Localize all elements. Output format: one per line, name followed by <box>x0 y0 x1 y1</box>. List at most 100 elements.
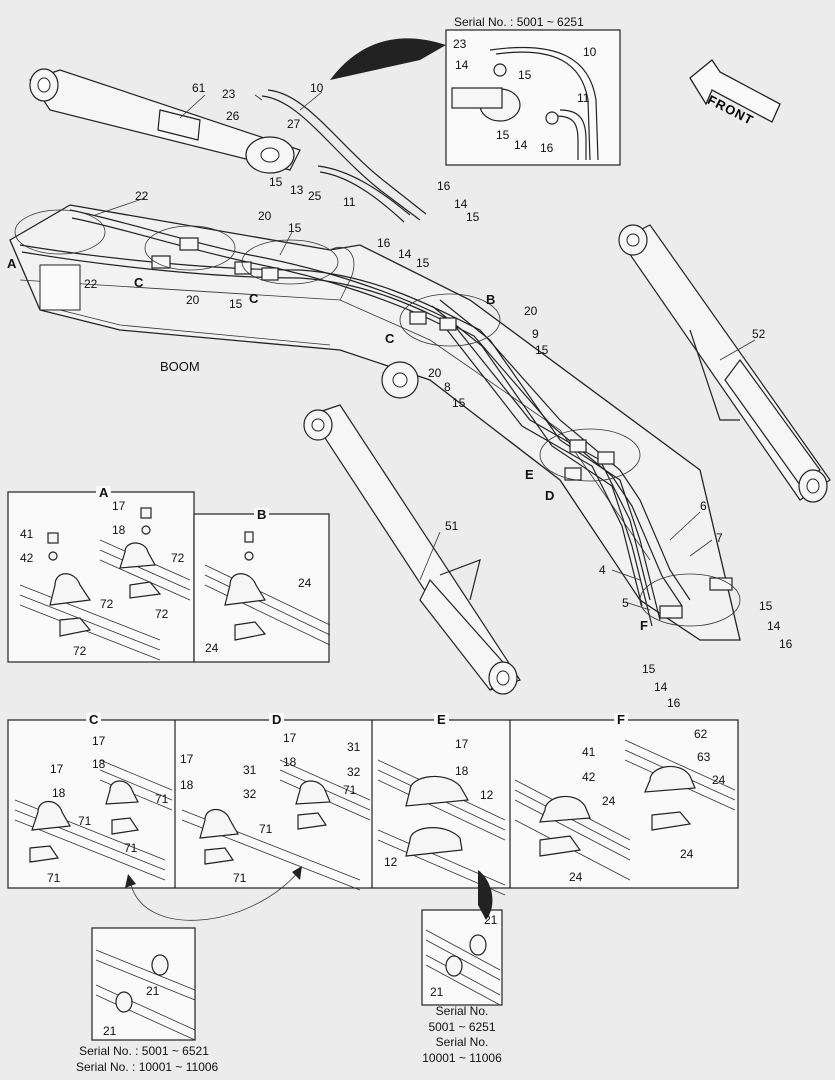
callout-18: 18 <box>52 786 66 800</box>
detail-box-C-F <box>7 719 739 896</box>
callout-71: 71 <box>343 783 357 797</box>
callout-15: 15 <box>229 297 243 311</box>
callout-15: 15 <box>535 343 549 357</box>
callout-42: 42 <box>582 770 596 784</box>
detail-callout-ellipses <box>14 209 741 627</box>
callout-16: 16 <box>667 696 681 710</box>
callout-71: 71 <box>124 841 138 855</box>
callout-21: 21 <box>430 985 444 999</box>
callout-detail-C: C <box>249 291 259 306</box>
serial-note-bottom-right: Serial No. 5001 ~ 6251 Serial No. 10001 … <box>412 1004 512 1066</box>
callout-9: 9 <box>532 327 539 341</box>
callout-25: 25 <box>308 189 322 203</box>
callout-21: 21 <box>484 913 498 927</box>
callout-23: 23 <box>222 87 236 101</box>
callout-72: 72 <box>171 551 185 565</box>
callout-22: 22 <box>135 189 149 203</box>
callout-21: 21 <box>103 1024 117 1038</box>
callout-14: 14 <box>654 680 668 694</box>
arm-cylinder-61 <box>29 68 301 174</box>
callout-15: 15 <box>288 221 302 235</box>
serial-line: 10001 ~ 11006 <box>422 1050 502 1065</box>
detail-title-F: F <box>614 713 628 726</box>
callout-16: 16 <box>779 637 793 651</box>
callout-15: 15 <box>518 68 532 82</box>
callout-detail-D: D <box>545 488 555 503</box>
callout-24: 24 <box>298 576 312 590</box>
callout-16: 16 <box>437 179 451 193</box>
callout-63: 63 <box>697 750 711 764</box>
inset-pointer-arrow <box>330 38 446 80</box>
callout-10: 10 <box>310 81 324 95</box>
callout-15: 15 <box>416 256 430 270</box>
callout-14: 14 <box>767 619 781 633</box>
detail-title-A: A <box>96 486 112 499</box>
callout-24: 24 <box>712 773 726 787</box>
callout-11: 11 <box>343 195 356 209</box>
callout-detail-B: B <box>486 292 496 307</box>
serial-line: Serial No. <box>435 1004 489 1018</box>
callout-16: 16 <box>540 141 554 155</box>
callout-detail-F: F <box>640 618 648 633</box>
callout-18: 18 <box>112 523 126 537</box>
callout-13: 13 <box>290 183 304 197</box>
detail-box-A-B <box>7 491 331 663</box>
callout-20: 20 <box>428 366 442 380</box>
boom-structure <box>9 204 741 641</box>
boom-cylinder-51 <box>303 404 521 695</box>
detail-title-D: D <box>269 713 285 726</box>
callout-detail-A: A <box>7 256 17 271</box>
callout-72: 72 <box>155 607 169 621</box>
callout-71: 71 <box>47 871 61 885</box>
callout-17: 17 <box>92 734 106 748</box>
callout-15: 15 <box>759 599 773 613</box>
callout-24: 24 <box>205 641 219 655</box>
callout-6: 6 <box>700 499 707 513</box>
detail-title-C: C <box>86 713 102 726</box>
callout-52: 52 <box>752 327 766 341</box>
callout-71: 71 <box>233 871 247 885</box>
callout-51: 51 <box>445 519 459 533</box>
callout-18: 18 <box>180 778 194 792</box>
callout-17: 17 <box>112 499 126 513</box>
serial-line: 5001 ~ 6251 <box>428 1019 496 1034</box>
callout-26: 26 <box>226 109 240 123</box>
callout-21: 21 <box>146 984 160 998</box>
detail-title-E: E <box>434 713 449 726</box>
boom-label: BOOM <box>160 359 200 374</box>
callout-62: 62 <box>694 727 708 741</box>
callout-41: 41 <box>20 527 34 541</box>
callout-32: 32 <box>347 765 361 779</box>
callout-71: 71 <box>259 822 273 836</box>
callout-31: 31 <box>347 740 361 754</box>
callout-15: 15 <box>452 396 466 410</box>
callout-71: 71 <box>155 792 169 806</box>
callout-12: 12 <box>480 788 494 802</box>
callout-4: 4 <box>599 563 606 577</box>
callout-14: 14 <box>454 197 468 211</box>
serial-note-bottom-left: Serial No. : 5001 ~ 6521 Serial No. : 10… <box>76 1044 219 1075</box>
callout-10: 10 <box>583 45 597 59</box>
leader-lines <box>94 91 756 611</box>
callout-12: 12 <box>384 855 398 869</box>
callout-15: 15 <box>642 662 656 676</box>
bottom-insets <box>91 866 503 1041</box>
callout-17: 17 <box>455 737 469 751</box>
callout-15: 15 <box>496 128 510 142</box>
callout-11: 11 <box>577 91 590 105</box>
callout-32: 32 <box>243 787 257 801</box>
serial-line: Serial No. : 10001 ~ 11006 <box>76 1059 219 1074</box>
callout-17: 17 <box>283 731 297 745</box>
callout-14: 14 <box>398 247 412 261</box>
callout-18: 18 <box>455 764 469 778</box>
callout-24: 24 <box>680 847 694 861</box>
serial-line: Serial No. : 5001 ~ 6521 <box>79 1044 209 1058</box>
callout-detail-E: E <box>525 467 534 482</box>
callout-7: 7 <box>716 531 723 545</box>
callout-20: 20 <box>524 304 538 318</box>
callout-24: 24 <box>602 794 616 808</box>
callout-20: 20 <box>186 293 200 307</box>
serial-top-label: Serial No. : 5001 ~ 6251 <box>454 15 584 29</box>
callout-17: 17 <box>180 752 194 766</box>
